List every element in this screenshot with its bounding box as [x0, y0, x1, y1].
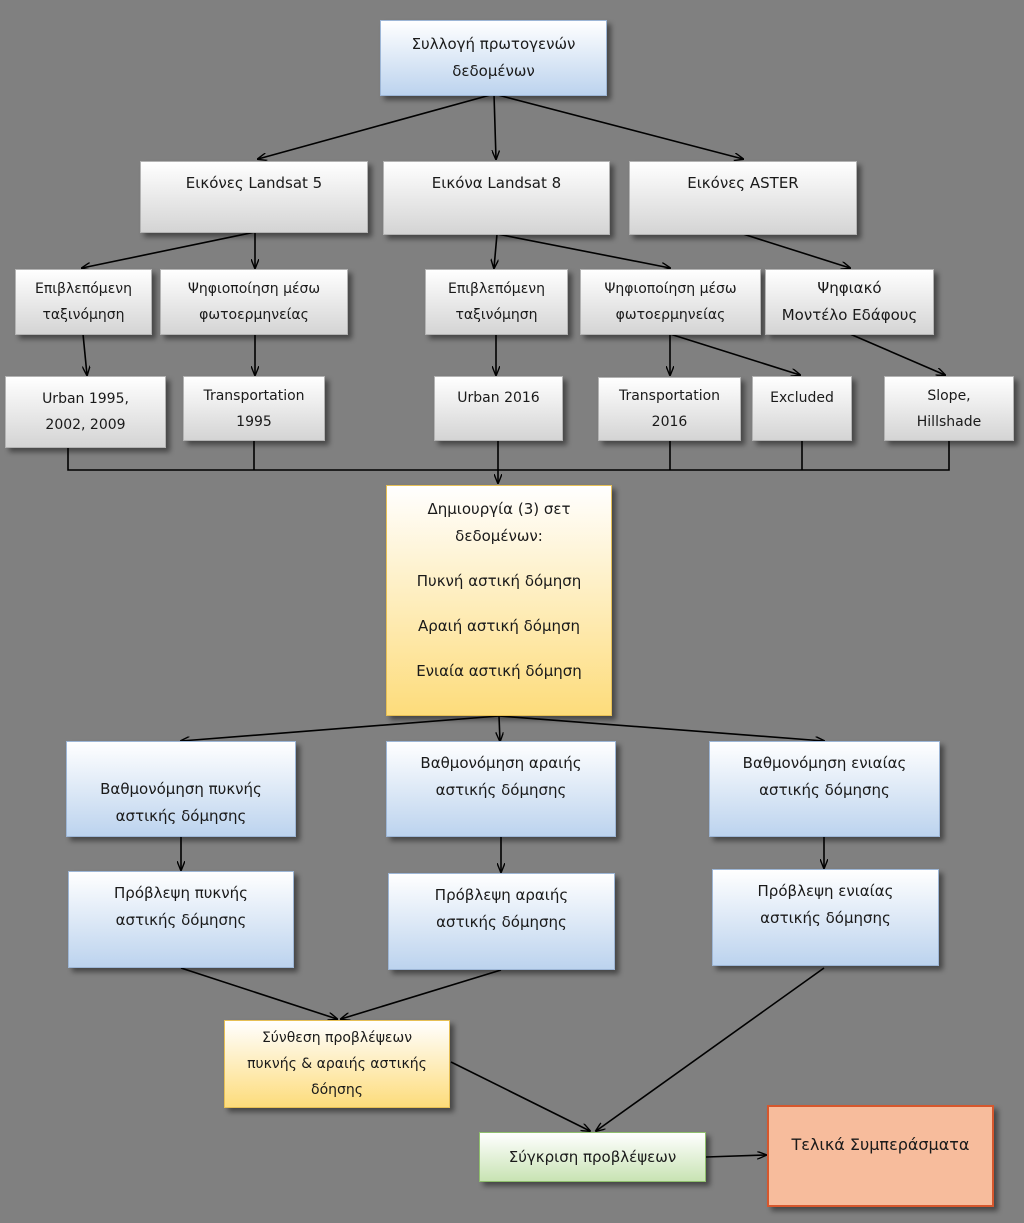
arrow-landsat8-sup2 [494, 233, 497, 268]
arrow-datasets-rank-dense [181, 715, 500, 741]
node-label: Slope, [927, 387, 971, 404]
arrow-pred-dense-synthesis [180, 967, 337, 1019]
node-label: Hillshade [916, 413, 982, 430]
node-label: Εικόνες Landsat 5 [185, 174, 323, 192]
node-label: Urban 1995, [42, 391, 129, 407]
node-label: Πρόβλεψη αραιής [434, 886, 569, 904]
node-label: φωτοερμηνείας [199, 307, 309, 323]
node-digitization-2: Ψηφιοποίηση μέσω φωτοερμηνείας [580, 269, 761, 335]
collector-line [67, 441, 950, 471]
node-supervised-classification-2: Επιβλεπόμενη ταξινόμηση [425, 269, 568, 335]
node-predict-unified: Πρόβλεψη ενιαίας αστικής δόμησης [712, 869, 939, 966]
arrow-compare-final [705, 1155, 766, 1157]
node-label: δεδομένων [452, 62, 535, 80]
node-label: φωτοερμηνείας [615, 307, 726, 323]
node-landsat8-image: Εικόνα Landsat 8 [383, 161, 610, 235]
node-label: ταξινόμηση [42, 307, 125, 323]
node-label: Τελικά Συμπεράσματα [791, 1135, 970, 1154]
node-label: αστικής δόμησης [435, 781, 567, 799]
node-label: αστικής δόμησης [759, 781, 890, 799]
node-synthesis: Σύνθεση προβλέψεων πυκνής & αραιής αστικ… [224, 1020, 450, 1108]
node-transportation-2016: Transportation 2016 [598, 377, 741, 441]
node-excluded: Excluded [752, 376, 852, 441]
arrow-collect-aster [493, 93, 743, 159]
node-label: 2002, 2009 [45, 417, 126, 433]
node-label: αστικής δόμησης [760, 909, 891, 927]
arrow-synthesis-compare [450, 1061, 590, 1131]
node-label: Transportation [203, 387, 305, 404]
node-label: 2016 [651, 414, 688, 430]
arrow-sup1-urban [83, 333, 87, 375]
node-label: ταξινόμηση [455, 307, 538, 323]
node-digitization-1: Ψηφιοποίηση μέσω φωτοερμηνείας [160, 269, 348, 335]
node-label: Πρόβλεψη ενιαίας [757, 882, 894, 900]
node-label: Σύγκριση προβλέψεων [508, 1147, 677, 1166]
arrow-landsat8-dig2 [496, 233, 670, 268]
node-transportation-1995: Transportation 1995 [183, 376, 325, 441]
node-label: Επιβλεπόμενη [35, 281, 132, 297]
node-label: Ψηφιοποίηση μέσω [187, 281, 321, 297]
node-urban-2016: Urban 2016 [434, 376, 563, 441]
node-label: αστικής δόμησης [436, 913, 567, 931]
arrow-pred-sparse-synthesis [341, 969, 502, 1019]
arrow-datasets-rank-unified [498, 715, 824, 741]
arrow-dem-slope [849, 333, 945, 375]
arrow-collect-landsat5 [258, 93, 495, 159]
node-label: Δημιουργία (3) σετ [427, 500, 571, 518]
arrow-aster-dem [742, 233, 850, 268]
node-rank-dense: Βαθμονόμηση πυκνής αστικής δόμησης [66, 741, 296, 837]
node-final-conclusions: Τελικά Συμπεράσματα [767, 1105, 994, 1207]
node-label: Συλλογή πρωτογενών [411, 35, 576, 53]
node-predict-dense: Πρόβλεψη πυκνής αστικής δόμησης [68, 871, 294, 968]
node-rank-sparse: Βαθμονόμηση αραιής αστικής δόμησης [386, 741, 616, 837]
node-label: Urban 2016 [457, 390, 540, 406]
node-label: Βαθμονόμηση αραιής [420, 754, 582, 772]
node-label: Πρόβλεψη πυκνής [114, 884, 248, 902]
node-aster-images: Εικόνες ASTER [629, 161, 857, 235]
node-label: δόησης [311, 1082, 363, 1098]
node-label: Βαθμονόμηση ενιαίας [742, 754, 907, 772]
node-label: Επιβλεπόμενη [448, 281, 545, 297]
arrow-dig2-excluded [669, 333, 800, 375]
dataset-item: Ενιαία αστική δόμηση [416, 662, 582, 680]
node-supervised-classification-1: Επιβλεπόμενη ταξινόμηση [15, 269, 152, 335]
node-label: δεδομένων: [455, 527, 543, 545]
node-digital-elevation-model: Ψηφιακό Μοντέλο Εδάφους [765, 269, 934, 335]
node-label: Μοντέλο Εδάφους [781, 306, 918, 324]
arrow-datasets-rank-sparse [499, 715, 500, 741]
node-label: αστικής δόμησης [115, 911, 247, 929]
node-label: αστικής δόμησης [115, 807, 247, 825]
node-label: πυκνής & αραιής αστικής [247, 1056, 427, 1072]
node-label: 1995 [236, 413, 272, 430]
arrow-collect-landsat8 [494, 93, 496, 159]
dataset-item: Πυκνή αστική δόμηση [416, 572, 582, 590]
node-compare-predictions: Σύγκριση προβλέψεων [479, 1132, 706, 1182]
node-label: Βαθμονόμηση πυκνής [100, 780, 262, 798]
dataset-item: Αραιή αστική δόμηση [417, 617, 581, 635]
node-label: Ψηφιοποίηση μέσω [604, 281, 737, 297]
node-label: Transportation [618, 388, 721, 404]
node-label: Σύνθεση προβλέψεων [261, 1030, 413, 1046]
node-slope-hillshade: Slope, Hillshade [884, 376, 1014, 441]
node-landsat5-images: Εικόνες Landsat 5 [140, 161, 368, 233]
node-label: Ψηφιακό [817, 279, 882, 297]
node-predict-sparse: Πρόβλεψη αραιής αστικής δόμησης [388, 873, 615, 970]
node-collect-primary-data: Συλλογή πρωτογενών δεδομένων [380, 20, 607, 96]
node-urban-1995-2002-2009: Urban 1995, 2002, 2009 [5, 376, 166, 448]
arrow-landsat5-sup1 [82, 231, 256, 268]
node-label: Εικόνες ASTER [687, 174, 799, 192]
node-label: Excluded [770, 390, 834, 406]
arrow-pred-unified-compare [596, 967, 825, 1131]
node-create-datasets: Δημιουργία (3) σετ δεδομένων: Πυκνή αστι… [386, 485, 612, 716]
node-label: Εικόνα Landsat 8 [431, 174, 562, 192]
node-rank-unified: Βαθμονόμηση ενιαίας αστικής δόμησης [709, 741, 940, 837]
